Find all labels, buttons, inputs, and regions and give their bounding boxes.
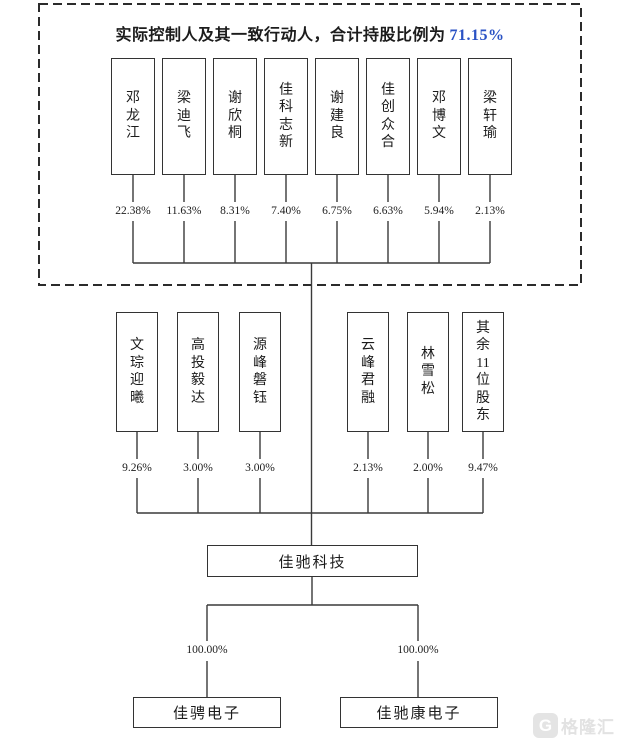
controller-group-total-pct: 71.15%: [449, 27, 505, 44]
shareholder-pct-6: 6.63%: [363, 204, 413, 219]
other-shareholder-pct-1: 9.26%: [112, 461, 162, 476]
shareholder-box-5: 谢建良: [315, 58, 359, 175]
dashed-group-border: [38, 3, 582, 286]
other-shareholder-pct-4: 2.13%: [343, 461, 393, 476]
watermark-text: 格隆汇: [561, 718, 615, 737]
other-shareholder-box-2: 高投毅达: [177, 312, 219, 432]
other-shareholder-box-4: 云峰君融: [347, 312, 389, 432]
shareholder-pct-1: 22.38%: [108, 204, 158, 219]
shareholder-pct-2: 11.63%: [159, 204, 209, 219]
other-shareholder-box-1: 文琮迎曦: [116, 312, 158, 432]
other-shareholder-pct-3: 3.00%: [235, 461, 285, 476]
shareholder-pct-3: 8.31%: [210, 204, 260, 219]
shareholder-pct-7: 5.94%: [414, 204, 464, 219]
controller-group-title-text: 实际控制人及其一致行动人，合计持股比例为: [115, 27, 446, 44]
shareholder-box-7: 邓博文: [417, 58, 461, 175]
shareholder-box-2: 梁迪飞: [162, 58, 206, 175]
shareholder-box-1: 邓龙江: [111, 58, 155, 175]
connector-line-group: [132, 175, 491, 697]
gelonghui-g-icon: G: [533, 713, 558, 738]
other-shareholder-box-3: 源峰磐钰: [239, 312, 281, 432]
subsidiary-box-2: 佳驰康电子: [340, 697, 498, 728]
shareholder-box-4: 佳科志新: [264, 58, 308, 175]
shareholder-pct-4: 7.40%: [261, 204, 311, 219]
subsidiary-pct-2: 100.00%: [388, 643, 448, 658]
subsidiary-pct-1: 100.00%: [177, 643, 237, 658]
shareholder-box-3: 谢欣桐: [213, 58, 257, 175]
shareholder-box-8: 梁轩瑜: [468, 58, 512, 175]
company-box: 佳驰科技: [207, 545, 418, 577]
shareholder-pct-5: 6.75%: [312, 204, 362, 219]
shareholder-box-6: 佳创众合: [366, 58, 410, 175]
other-shareholder-pct-2: 3.00%: [173, 461, 223, 476]
other-shareholder-pct-5: 2.00%: [403, 461, 453, 476]
watermark-logo: G 格隆汇: [533, 713, 615, 738]
other-shareholder-box-5: 林雪松: [407, 312, 449, 432]
shareholder-pct-8: 2.13%: [465, 204, 515, 219]
other-shareholder-pct-6: 9.47%: [458, 461, 508, 476]
subsidiary-box-1: 佳骋电子: [133, 697, 281, 728]
